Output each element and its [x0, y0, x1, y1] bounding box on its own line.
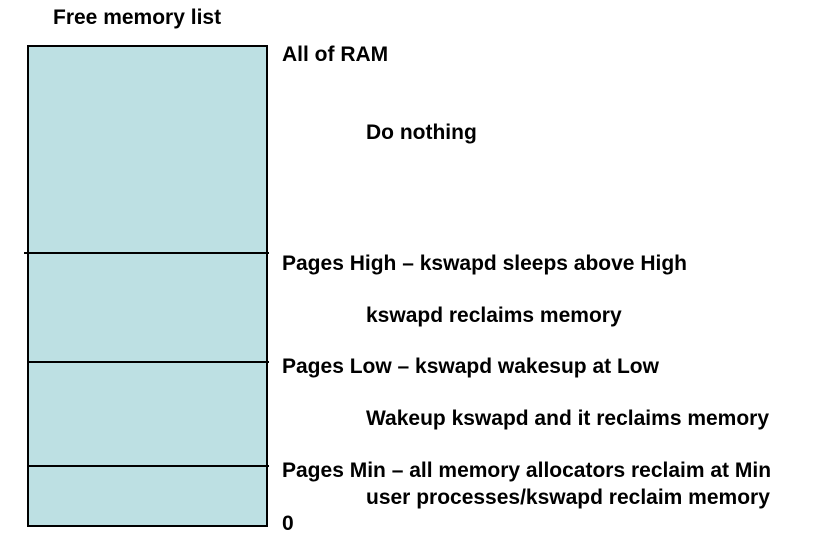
- pages-min-label: Pages Min – all memory allocators reclai…: [282, 459, 772, 482]
- wakeup-kswapd-label: Wakeup kswapd and it reclaims memory: [366, 407, 770, 430]
- pages-high-label: Pages High – kswapd sleeps above High: [282, 252, 687, 275]
- free-memory-block: [27, 45, 268, 527]
- pages-high-divider: [24, 252, 269, 254]
- diagram-title: Free memory list: [53, 6, 222, 29]
- do-nothing-label: Do nothing: [366, 121, 477, 144]
- zero-label: 0: [282, 512, 294, 535]
- pages-min-divider: [27, 465, 269, 467]
- user-processes-label: user processes/kswapd reclaim memory: [366, 486, 770, 509]
- pages-low-label: Pages Low – kswapd wakesup at Low: [282, 355, 659, 378]
- kswapd-reclaims-label: kswapd reclaims memory: [366, 304, 622, 327]
- pages-low-divider: [27, 361, 269, 363]
- all-of-ram-label: All of RAM: [282, 43, 389, 66]
